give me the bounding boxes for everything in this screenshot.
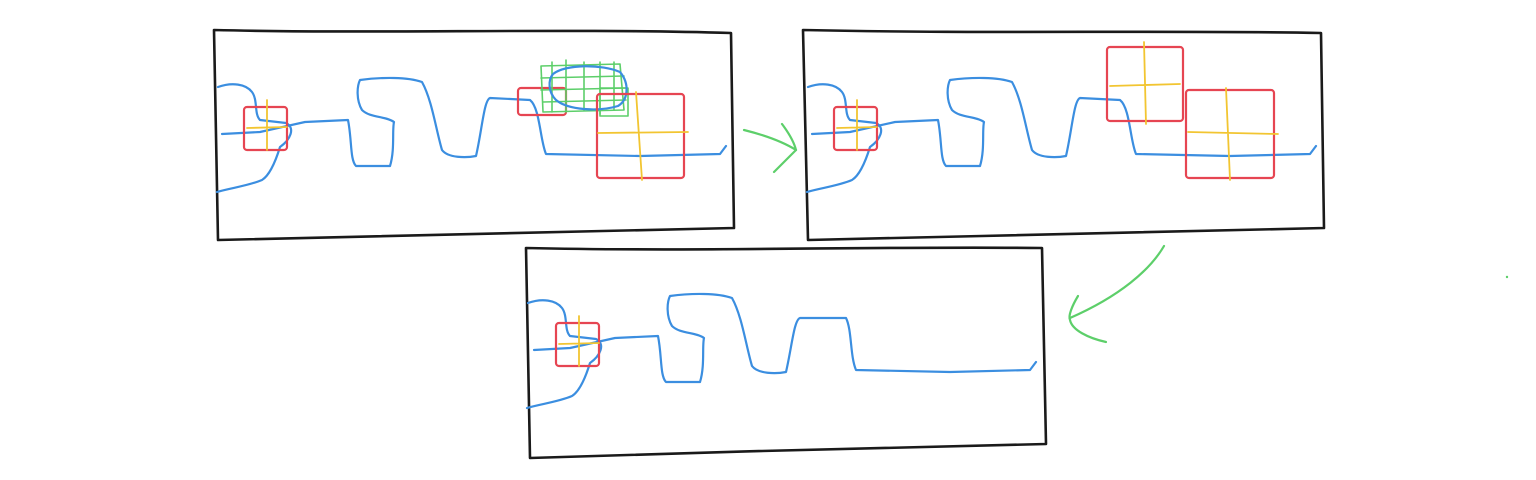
panel-1-small-crosshair <box>246 99 288 151</box>
panel-1-small-box <box>242 105 289 152</box>
panel-2-small-box <box>832 105 879 152</box>
panel-2-upper-crosshair <box>1109 41 1181 125</box>
panel-2-main-wire <box>810 76 1318 168</box>
panel-2-lower-crosshair <box>1187 87 1279 181</box>
panel-1-frame <box>212 28 736 242</box>
arrow-down-left-icon <box>1068 244 1166 344</box>
panel-1-blue-loop <box>548 65 628 111</box>
panel-1 <box>212 28 736 242</box>
panel-2-socket-wire <box>805 83 883 194</box>
panel-1-main-wire <box>220 76 728 168</box>
panel-1-grid-overlay <box>540 59 629 117</box>
panel-2 <box>801 28 1326 242</box>
panel-2-frame <box>801 28 1326 242</box>
panel-3-main-wire <box>532 292 1038 384</box>
panel-3 <box>524 246 1048 460</box>
panel-3-socket-wire <box>525 299 603 410</box>
panel-1-socket-wire <box>215 83 293 194</box>
panel-3-frame <box>524 246 1048 460</box>
panel-1-large-crosshair <box>597 91 689 181</box>
panel-3-small-crosshair <box>558 315 600 367</box>
panel-2-small-crosshair <box>836 99 878 151</box>
panel-3-small-box <box>554 321 601 368</box>
panel-1-large-box <box>595 92 686 180</box>
stray-dot <box>1505 275 1509 279</box>
arrow-right-icon <box>742 122 798 174</box>
